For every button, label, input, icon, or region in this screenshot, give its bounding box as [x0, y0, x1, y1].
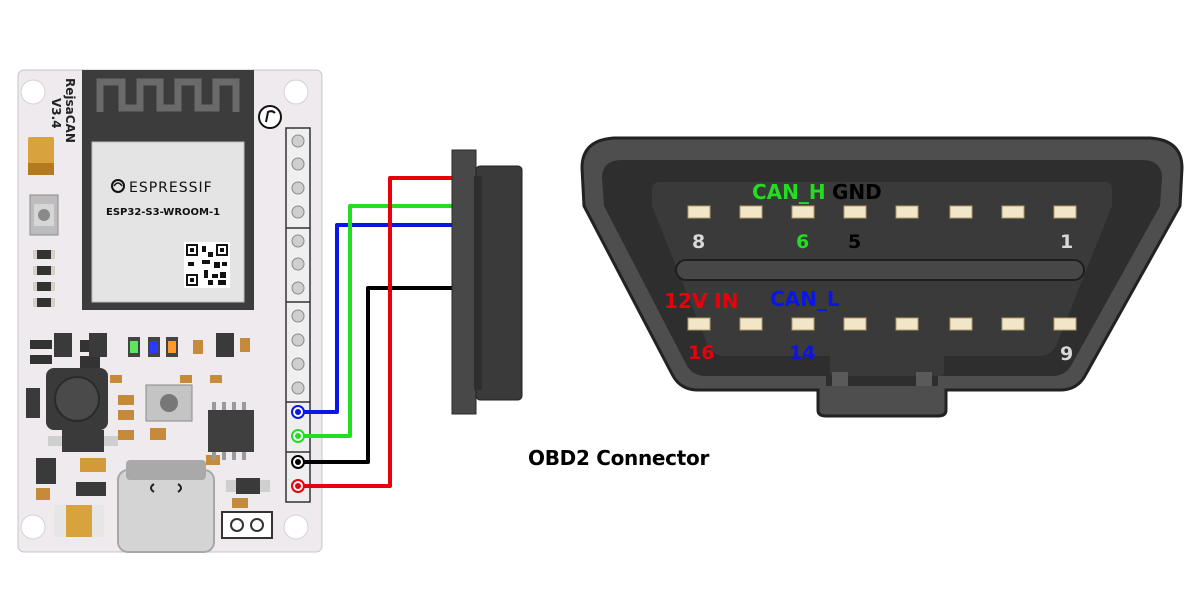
- inductor-icon: [46, 368, 108, 430]
- rejsa-logo-icon: [258, 105, 282, 129]
- module-brand: ESPRESSIF: [129, 180, 213, 196]
- obd2-pins-bottom-row: [687, 317, 1077, 331]
- obd2-connector-side: [451, 149, 523, 415]
- pin-number-16: 16: [688, 342, 714, 364]
- label-can-h: CAN_H: [752, 180, 826, 204]
- board-version: V3.4: [49, 98, 63, 129]
- wire-gnd-black: [298, 286, 456, 464]
- board-name: RejsaCAN: [63, 78, 77, 143]
- qr-code-icon: [184, 242, 230, 288]
- label-gnd: GND: [832, 180, 882, 204]
- pin-number-8: 8: [692, 231, 705, 253]
- connector-caption: OBD2 Connector: [528, 446, 710, 470]
- pin-number-5: 5: [848, 231, 861, 253]
- obd2-pins-top-row: [687, 205, 1077, 219]
- pin-header: [285, 127, 311, 503]
- label-can-l: CAN_L: [770, 287, 840, 311]
- pin-number-1: 1: [1060, 231, 1073, 253]
- espressif-logo-icon: [111, 179, 125, 193]
- jumper-header-icon: [221, 511, 273, 539]
- wire-can-h-green: [298, 204, 456, 438]
- reset-button-icon: [29, 194, 59, 236]
- module-model: ESP32-S3-WROOM-1: [106, 207, 220, 218]
- wire-12v-red: [298, 176, 456, 488]
- rejsacan-board: RejsaCAN V3.4 ESPRESSIF ESP32-S3-WROOM-1: [17, 69, 323, 553]
- wire-can-l-blue: [298, 223, 456, 414]
- pin-number-9: 9: [1060, 343, 1073, 365]
- pin-number-6: 6: [796, 231, 809, 253]
- obd2-connector-front: [580, 136, 1184, 418]
- status-leds: [128, 337, 178, 357]
- wires: [291, 176, 456, 493]
- esp32-module: ESPRESSIF ESP32-S3-WROOM-1: [82, 70, 254, 310]
- boot-button-icon: [145, 384, 193, 422]
- usb-c-port-icon: [117, 460, 215, 553]
- label-12v-in: 12V IN: [664, 289, 738, 313]
- pin-number-14: 14: [789, 342, 815, 364]
